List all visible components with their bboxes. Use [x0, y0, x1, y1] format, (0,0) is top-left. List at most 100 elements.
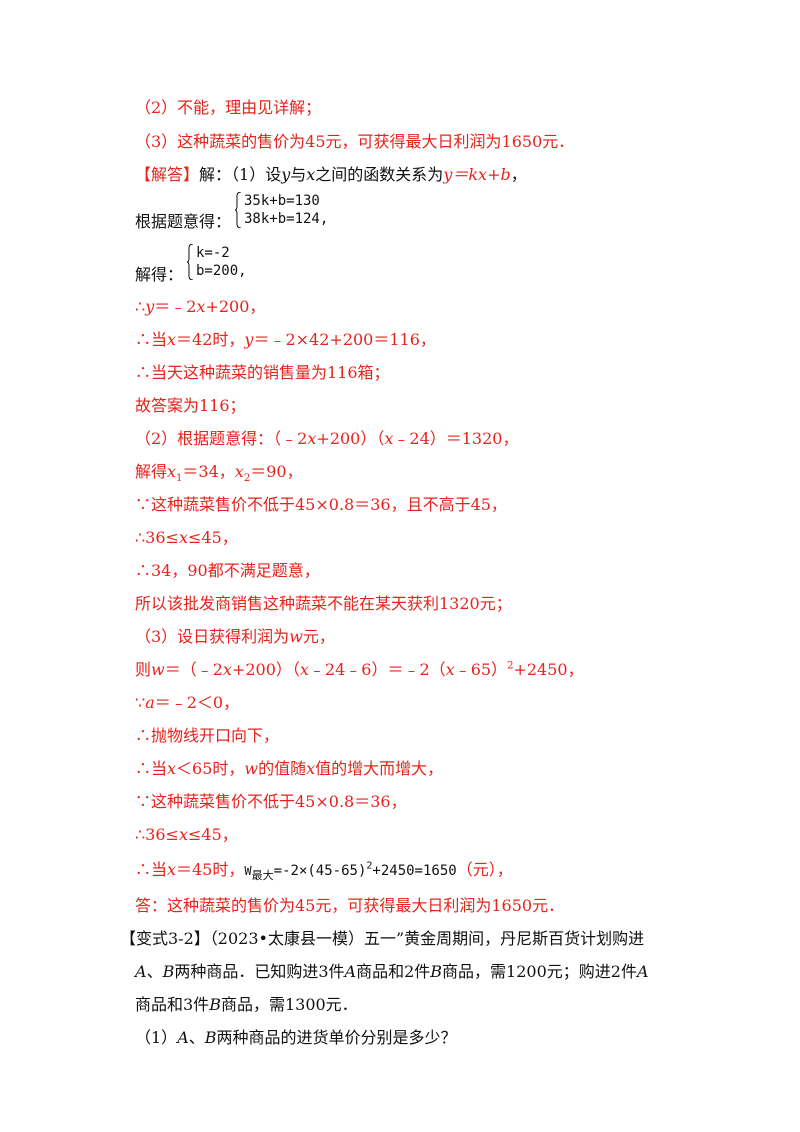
variant-line-3: 商品和3件B商品，需1300元．: [135, 995, 358, 1015]
line-sales: ∴当天这种蔬菜的销售量为116箱；: [135, 363, 390, 383]
line-roots: 解得x1＝34，x2＝90，: [135, 462, 303, 485]
solution-heading: 【解答】解：（1）设y与x之间的函数关系为y＝kx+b，: [135, 165, 527, 185]
text-segment: ，: [510, 165, 527, 184]
text-segment: 、: [188, 1028, 205, 1047]
text-segment: y: [145, 297, 155, 316]
line-final-answer: 答：这种蔬菜的售价为45元，可获得最大日利润为1650元．: [135, 896, 564, 916]
text-segment: （2）不能，理由见详解；: [135, 98, 322, 117]
text-segment: ＜65时，: [176, 759, 245, 778]
text-segment: y: [281, 165, 291, 184]
text-segment: a: [145, 693, 155, 712]
text-segment: 则: [135, 660, 152, 679]
text-segment: x: [222, 660, 232, 679]
text-segment: x: [167, 759, 177, 778]
text-segment: x: [384, 429, 394, 448]
text-segment: B: [209, 995, 221, 1014]
text-segment: w: [289, 627, 303, 646]
text-segment: 35k+b=130: [244, 193, 320, 209]
text-segment: 商品和2件: [356, 962, 431, 981]
text-segment: w: [244, 759, 259, 778]
line-price-range: ∵这种蔬菜售价不低于45×0.8＝36，且不高于45，: [135, 495, 507, 515]
text-segment: x: [167, 462, 177, 481]
solve-label: 解得：: [135, 265, 183, 285]
text-segment: +200）（: [231, 660, 300, 679]
text-segment: ﹣65）: [454, 660, 508, 679]
line-increasing: ∴当x＜65时，w的值随x值的增大而增大，: [135, 759, 443, 779]
text-segment: ＝﹣2: [154, 297, 197, 316]
text-segment: y＝kx+b: [443, 165, 511, 184]
text-segment: 值的增大而增大，: [315, 759, 444, 778]
text-segment: 所以该批发商销售这种蔬菜不能在某天获利1320元；: [135, 594, 512, 613]
text-segment: ∴当: [135, 860, 168, 879]
text-segment: +2450，: [513, 660, 584, 679]
line-profit-fn: 则w＝（﹣2x+200）（x﹣24﹣6）＝﹣2（x﹣65）2+2450，: [135, 660, 584, 680]
text-segment: k=-2: [196, 245, 230, 261]
line-parabola: ∴抛物线开口向下，: [135, 726, 279, 746]
line-min-price: ∵这种蔬菜售价不低于45×0.8＝36，: [135, 792, 407, 812]
text-segment: ∴: [135, 297, 146, 316]
text-segment: ∵: [135, 693, 146, 712]
left-brace-icon: [187, 244, 194, 280]
line-not-satisfy: ∴34，90都不满足题意，: [135, 561, 320, 581]
text-segment: 商品和3件: [135, 995, 210, 1014]
text-segment: b=200,: [196, 263, 247, 279]
text-segment: 解得：: [135, 265, 184, 284]
line-answer-116: 故答案为116；: [135, 396, 246, 416]
line-inequality-2: ∴36≤x≤45，: [135, 825, 238, 845]
text-segment: ∴36≤: [135, 825, 179, 844]
text-segment: ∴34，90都不满足题意，: [135, 561, 320, 580]
text-segment: ﹣24﹣6）＝﹣2（: [308, 660, 446, 679]
line-conclusion-2: 所以该批发商销售这种蔬菜不能在某天获利1320元；: [135, 594, 512, 614]
text-segment: 商品，需1200元；购进2件: [442, 962, 637, 981]
text-segment: B: [162, 962, 175, 981]
text-segment: 2: [507, 660, 514, 672]
text-segment: +200）（: [316, 429, 385, 448]
text-segment: ＝45时，: [176, 860, 245, 879]
text-segment: ＝34，: [182, 462, 235, 481]
variant-tag: 【变式3-2】: [120, 929, 210, 948]
text-segment: 之间的函数关系为: [315, 165, 444, 184]
text-segment: 、: [146, 962, 163, 981]
text-segment: ≤45，: [187, 528, 238, 547]
left-brace-icon: [235, 192, 242, 228]
text-segment: 商品，需1300元．: [220, 995, 358, 1014]
text-segment: ＝42时，: [176, 330, 245, 349]
text-segment: x: [178, 528, 188, 547]
text-segment: （1）: [135, 1028, 178, 1047]
text-segment: x: [196, 297, 206, 316]
text-segment: +200，: [205, 297, 266, 316]
line-inequality-1: ∴36≤x≤45，: [135, 528, 238, 548]
text-segment: x: [234, 462, 244, 481]
text-segment: 两种商品的进货单价分别是多少？: [216, 1028, 457, 1047]
answer-line-2: （2）不能，理由见详解；: [135, 98, 321, 118]
text-segment: （3）设日获得利润为: [135, 627, 290, 646]
text-segment: ＝90，: [250, 462, 303, 481]
line-x42: ∴当x＝42时，y＝﹣2×42+200＝116，: [135, 330, 436, 350]
text-segment: B: [430, 962, 443, 981]
text-segment: 元，: [302, 627, 335, 646]
equation-system-2: k=-2 b=200,: [187, 244, 247, 280]
text-segment: ∵这种蔬菜售价不低于45×0.8＝36，: [135, 792, 407, 811]
text-segment: A: [344, 962, 357, 981]
text-segment: 根据题意得：: [135, 212, 232, 231]
line-a-neg: ∵a＝﹣2＜0，: [135, 693, 239, 713]
text-segment: ∴36≤: [135, 528, 179, 547]
text-segment: 38k+b=124,: [244, 211, 329, 227]
text-segment: 的值随: [258, 759, 307, 778]
text-segment: 故答案为116；: [135, 396, 246, 415]
text-segment: 解得: [135, 462, 168, 481]
text-segment: =-2×(45-65): [273, 863, 367, 879]
text-segment: B: [204, 1028, 217, 1047]
text-segment: 2: [243, 473, 251, 485]
answer-line-3: （3）这种蔬菜的售价为45元，可获得最大日利润为1650元．: [135, 132, 574, 152]
text-segment: （元），: [456, 860, 513, 879]
variant-question-1: （1）A、B两种商品的进货单价分别是多少？: [135, 1028, 457, 1048]
text-segment: ∴当: [135, 759, 168, 778]
text-segment: ﹣24）＝1320，: [393, 429, 519, 448]
text-segment: 最大: [251, 869, 274, 882]
text-segment: x: [445, 660, 455, 679]
text-segment: ＝（﹣2: [164, 660, 223, 679]
text-segment: 答：这种蔬菜的售价为45元，可获得最大日利润为1650元．: [135, 896, 565, 915]
text-segment: W: [244, 864, 252, 878]
